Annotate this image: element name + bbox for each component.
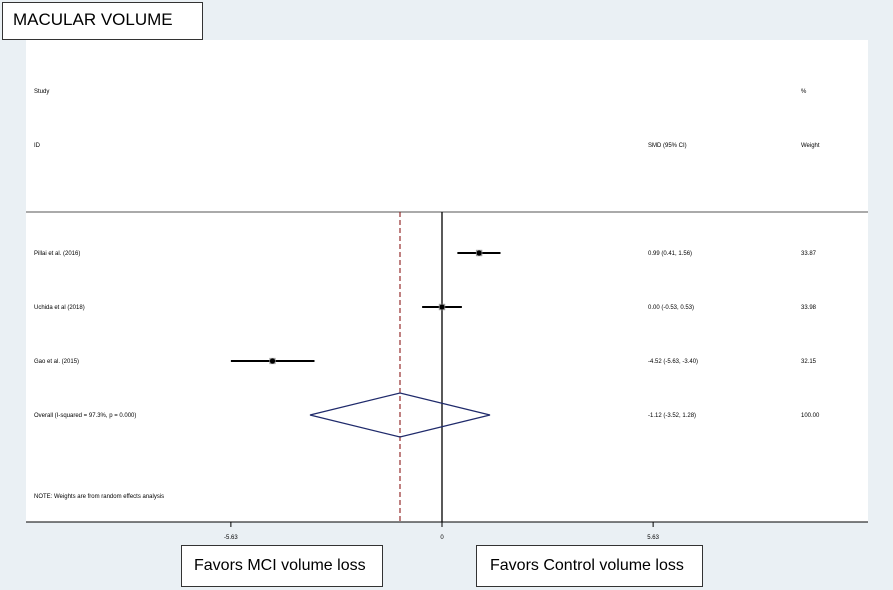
study-label: Uchida et al (2018) xyxy=(34,305,85,311)
chart-title-box: MACULAR VOLUME xyxy=(2,2,203,40)
x-tick-label: 5.63 xyxy=(647,535,659,541)
x-tick-label: -5.63 xyxy=(224,535,238,541)
study-label: Gao et al. (2015) xyxy=(34,359,79,365)
header-weight: Weight xyxy=(801,143,820,149)
header-study: Study xyxy=(34,89,49,95)
favors-left-label: Favors MCI volume loss xyxy=(181,545,383,587)
footnote: NOTE: Weights are from random effects an… xyxy=(34,494,164,500)
study-row: Uchida et al (2018) 0.00 (-0.53, 0.53) 3… xyxy=(34,303,817,311)
study-weight-text: 33.98 xyxy=(801,305,817,311)
plot-panel xyxy=(26,40,868,522)
x-axis-ticks: -5.63 0 5.63 xyxy=(224,522,660,541)
overall-diamond xyxy=(309,392,491,438)
overall-weight-text: 100.00 xyxy=(801,413,820,419)
study-weight-text: 33.87 xyxy=(801,251,817,257)
study-label: Pillai et al. (2016) xyxy=(34,251,80,257)
overall-ci-text: -1.12 (-3.52, 1.28) xyxy=(648,413,696,419)
study-point-estimate xyxy=(476,250,482,256)
header-effect: SMD (95% CI) xyxy=(648,143,687,149)
overall-row: Overall (I-squared = 97.3%, p = 0.000) -… xyxy=(34,392,820,438)
header-percent: % xyxy=(801,89,807,95)
study-point-estimate xyxy=(439,304,445,310)
study-ci-text: -4.52 (-5.63, -3.40) xyxy=(648,359,698,365)
favors-right-label: Favors Control volume loss xyxy=(476,545,703,587)
study-row: Gao et al. (2015) -4.52 (-5.63, -3.40) 3… xyxy=(34,357,817,365)
header-id: ID xyxy=(34,143,41,149)
study-weight-text: 32.15 xyxy=(801,359,817,365)
x-tick-label: 0 xyxy=(440,535,444,541)
overall-label: Overall (I-squared = 97.3%, p = 0.000) xyxy=(34,413,136,419)
study-row: Pillai et al. (2016) 0.99 (0.41, 1.56) 3… xyxy=(34,249,817,257)
study-point-estimate xyxy=(269,358,276,364)
study-ci-text: 0.99 (0.41, 1.56) xyxy=(648,251,692,257)
study-ci-text: 0.00 (-0.53, 0.53) xyxy=(648,305,694,311)
